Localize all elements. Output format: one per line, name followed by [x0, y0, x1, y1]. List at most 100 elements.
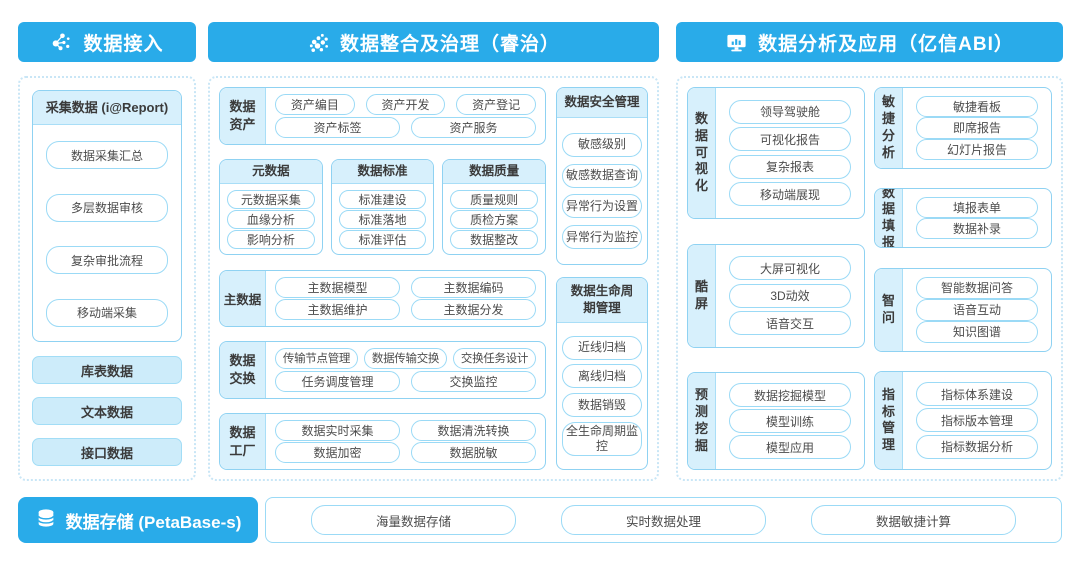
storage-item: 数据敏捷计算 [811, 505, 1016, 535]
coolscreen-label: 酷屏 [688, 244, 716, 347]
database-icon [35, 507, 57, 534]
factory-item: 数据脱敏 [411, 442, 536, 463]
metadata-title: 元数据 [220, 160, 322, 185]
data-standard-title: 数据标准 [331, 160, 434, 185]
exchange-item: 任务调度管理 [275, 370, 400, 392]
standard-item: 标准建设 [338, 189, 427, 209]
factory-item: 数据清洗转换 [411, 420, 536, 441]
data-filling-label: 数据填报 [875, 189, 903, 248]
data-lifecycle-card: 数据生命周期管理 近线归档 离线归档 数据销毁 全生命周期监控 [556, 277, 648, 470]
governance-main-column: 数据资产 资产编目 资产开发 资产登记 资产标签 资产服务 元数据 [219, 87, 547, 470]
source-box: 接口数据 [32, 438, 182, 466]
master-item: 主数据维护 [275, 298, 400, 320]
coolscreen-item: 语音交互 [729, 311, 851, 335]
smart-qa-card: 智问 智能数据问答 语音互动 知识图谱 [874, 267, 1052, 352]
data-asset-label: 数据资产 [220, 88, 266, 144]
quality-item: 质量规则 [450, 189, 539, 209]
storage-item: 海量数据存储 [311, 505, 516, 535]
smart-qa-item: 智能数据问答 [916, 276, 1038, 299]
security-item: 敏感级别 [562, 132, 642, 157]
asset-item: 资产登记 [456, 94, 537, 115]
security-item: 异常行为设置 [562, 194, 642, 219]
indicator-item: 指标体系建设 [916, 382, 1038, 407]
data-exchange-label: 数据交换 [220, 341, 266, 398]
data-standard-card: 数据标准 标准建设 标准落地 标准评估 [330, 159, 435, 256]
standard-item: 标准评估 [338, 230, 427, 249]
exchange-item: 传输节点管理 [275, 347, 358, 369]
agile-item: 幻灯片报告 [916, 138, 1038, 160]
standard-item: 标准落地 [338, 209, 427, 229]
data-filling-card: 数据填报 填报表单 数据补录 [874, 188, 1052, 249]
metadata-item: 元数据采集 [227, 189, 315, 209]
security-item: 异常行为监控 [562, 225, 642, 250]
agile-analysis-card: 敏捷分析 敏捷看板 即席报告 幻灯片报告 [874, 87, 1052, 169]
exchange-item: 数据传输交换 [364, 347, 447, 369]
smart-qa-item: 知识图谱 [916, 320, 1038, 343]
visualization-item: 可视化报告 [729, 127, 851, 152]
source-box: 库表数据 [32, 356, 182, 384]
storage-item: 实时数据处理 [561, 505, 766, 535]
filling-item: 数据补录 [916, 218, 1038, 240]
dots-cluster-icon [307, 31, 330, 54]
master-item: 主数据模型 [275, 276, 400, 298]
meta-standard-quality-row: 元数据 元数据采集 血缘分析 影响分析 数据标准 标准建设 标准落地 标准评估 [219, 159, 547, 256]
data-factory-label: 数据工厂 [220, 414, 266, 469]
collect-item: 多层数据审核 [46, 193, 168, 222]
visualization-label: 数据可视化 [688, 88, 716, 218]
lifecycle-item: 离线归档 [562, 364, 642, 389]
network-nodes-icon [50, 31, 73, 54]
analysis-left-column: 数据可视化 领导驾驶舱 可视化报告 复杂报表 移动端展现 酷屏 大屏可视化 3D… [687, 87, 865, 470]
collect-item: 复杂审批流程 [46, 246, 168, 275]
data-quality-card: 数据质量 质量规则 质检方案 数据整改 [442, 159, 547, 256]
visualization-item: 移动端展现 [729, 182, 851, 207]
master-data-label: 主数据 [220, 270, 266, 326]
coolscreen-item: 3D动效 [729, 283, 851, 308]
header-data-access: 数据接入 [18, 22, 196, 62]
storage-label: 数据存储 (PetaBase-s) [65, 512, 242, 532]
lifecycle-item: 全生命周期监控 [562, 422, 642, 457]
lifecycle-item: 近线归档 [562, 335, 642, 360]
asset-item: 资产开发 [365, 94, 446, 115]
smart-qa-label: 智问 [875, 268, 903, 351]
header-data-analysis: 数据分析及应用（亿信ABI） [676, 22, 1063, 62]
storage-bar: 数据存储 (PetaBase-s) [18, 497, 258, 543]
master-item: 主数据编码 [411, 276, 536, 298]
data-exchange-card: 数据交换 传输节点管理 数据传输交换 交换任务设计 任务调度管理 交换监控 [219, 340, 546, 399]
header-label: 数据分析及应用（亿信ABI） [758, 33, 1014, 55]
panel-data-governance: 数据资产 资产编目 资产开发 资产登记 资产标签 资产服务 元数据 [208, 76, 659, 481]
collect-items: 数据采集汇总 多层数据审核 复杂审批流程 移动端采集 [33, 125, 181, 341]
indicator-item: 指标数据分析 [916, 434, 1038, 459]
data-security-title: 数据安全管理 [557, 88, 647, 118]
header-label: 数据接入 [83, 33, 164, 55]
panel-data-analysis: 数据可视化 领导驾驶舱 可视化报告 复杂报表 移动端展现 酷屏 大屏可视化 3D… [676, 76, 1063, 481]
collect-data-card: 采集数据 (i@Report) 数据采集汇总 多层数据审核 复杂审批流程 移动端… [32, 90, 182, 342]
data-source-boxes: 库表数据 文本数据 接口数据 [32, 356, 182, 466]
coolscreen-item: 大屏可视化 [729, 256, 851, 280]
predictive-mining-card: 预测挖掘 数据挖掘模型 模型训练 模型应用 [687, 372, 865, 470]
collect-item: 数据采集汇总 [46, 141, 168, 169]
collect-item: 移动端采集 [46, 298, 168, 327]
metadata-item: 血缘分析 [227, 209, 315, 229]
visualization-item: 领导驾驶舱 [729, 99, 851, 124]
coolscreen-card: 酷屏 大屏可视化 3D动效 语音交互 [687, 243, 865, 348]
visualization-item: 复杂报表 [729, 154, 851, 179]
lifecycle-item: 数据销毁 [562, 393, 642, 418]
indicator-mgmt-label: 指标管理 [875, 371, 903, 469]
quality-item: 质检方案 [450, 209, 539, 229]
master-item: 主数据分发 [411, 298, 536, 320]
quality-item: 数据整改 [450, 230, 539, 249]
metadata-card: 元数据 元数据采集 血缘分析 影响分析 [219, 159, 323, 256]
predictive-mining-label: 预测挖掘 [688, 373, 716, 469]
factory-item: 数据加密 [275, 442, 400, 463]
indicator-item: 指标版本管理 [916, 408, 1038, 433]
agile-item: 即席报告 [916, 117, 1038, 139]
collect-card-title: 采集数据 (i@Report) [33, 91, 181, 125]
smart-qa-item: 语音互动 [916, 298, 1038, 321]
factory-item: 数据实时采集 [275, 420, 400, 441]
asset-item: 资产服务 [411, 117, 536, 138]
header-label: 数据整合及治理（睿治） [339, 33, 560, 55]
header-data-governance: 数据整合及治理（睿治） [208, 22, 659, 62]
asset-item: 资产标签 [275, 117, 400, 138]
indicator-mgmt-card: 指标管理 指标体系建设 指标版本管理 指标数据分析 [874, 370, 1052, 470]
